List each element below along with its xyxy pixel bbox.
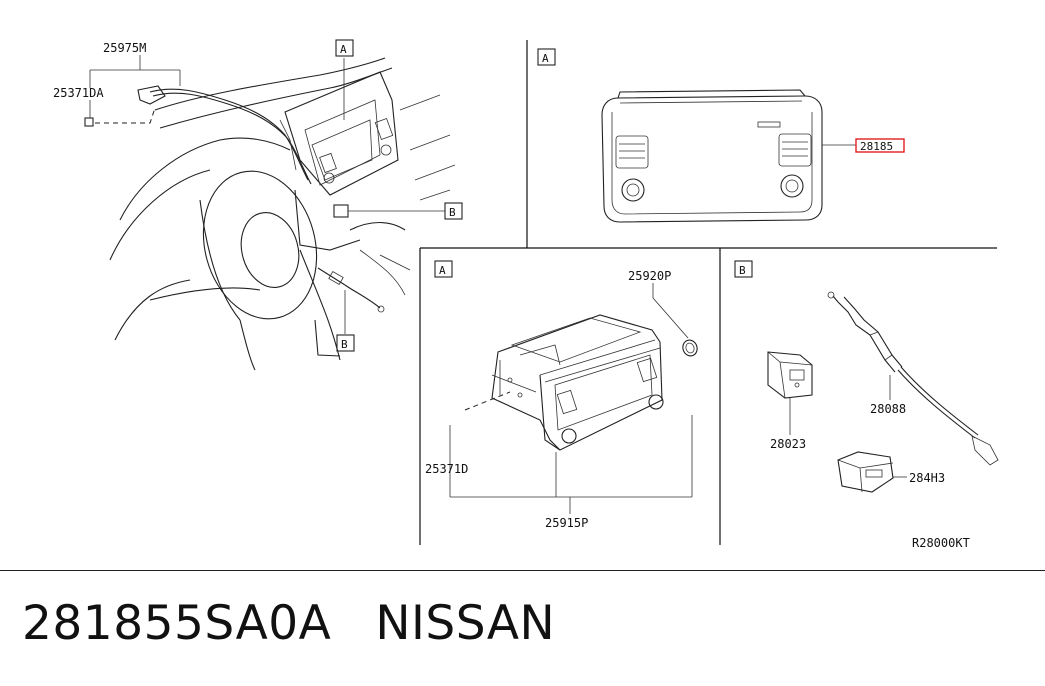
box-label-b-usb: B (444, 202, 463, 220)
box-label-a-dashboard: A (335, 39, 354, 57)
diagram-code: R28000KT (912, 536, 970, 550)
box-label-b-usb-text: B (449, 206, 456, 219)
panel-a-upper-label: A (542, 52, 549, 65)
part-number-text: 281855SA0A (22, 596, 332, 651)
panel-b: B (734, 260, 999, 493)
box-label-b-antenna-text: B (341, 338, 348, 351)
parts-diagram: 25975M 25371DA A B B A (53, 39, 999, 550)
highlighted-part-callout: 28185 (855, 138, 905, 153)
panel-a-lower: A (434, 260, 698, 514)
dashboard-overview (84, 55, 456, 371)
highlighted-part-number: 28185 (860, 140, 893, 153)
panel-a-upper: A (537, 48, 856, 223)
callout-28023: 28023 (770, 437, 806, 451)
box-label-a-text: A (340, 43, 347, 56)
callout-25915P: 25915P (545, 516, 588, 530)
callout-284H3: 284H3 (909, 471, 945, 485)
footer-divider (0, 570, 1045, 571)
box-label-b-antenna: B (336, 334, 355, 352)
callout-25371DA: 25371DA (53, 86, 104, 100)
brand-name-text: NISSAN (375, 596, 556, 651)
callout-25975M: 25975M (103, 41, 146, 55)
part-caption: 281855SA0A NISSAN (22, 596, 555, 651)
panel-b-label: B (739, 264, 746, 277)
panel-a-lower-label: A (439, 264, 446, 277)
callout-25371D: 25371D (425, 462, 468, 476)
callout-25920P: 25920P (628, 269, 671, 283)
callout-28088: 28088 (870, 402, 906, 416)
